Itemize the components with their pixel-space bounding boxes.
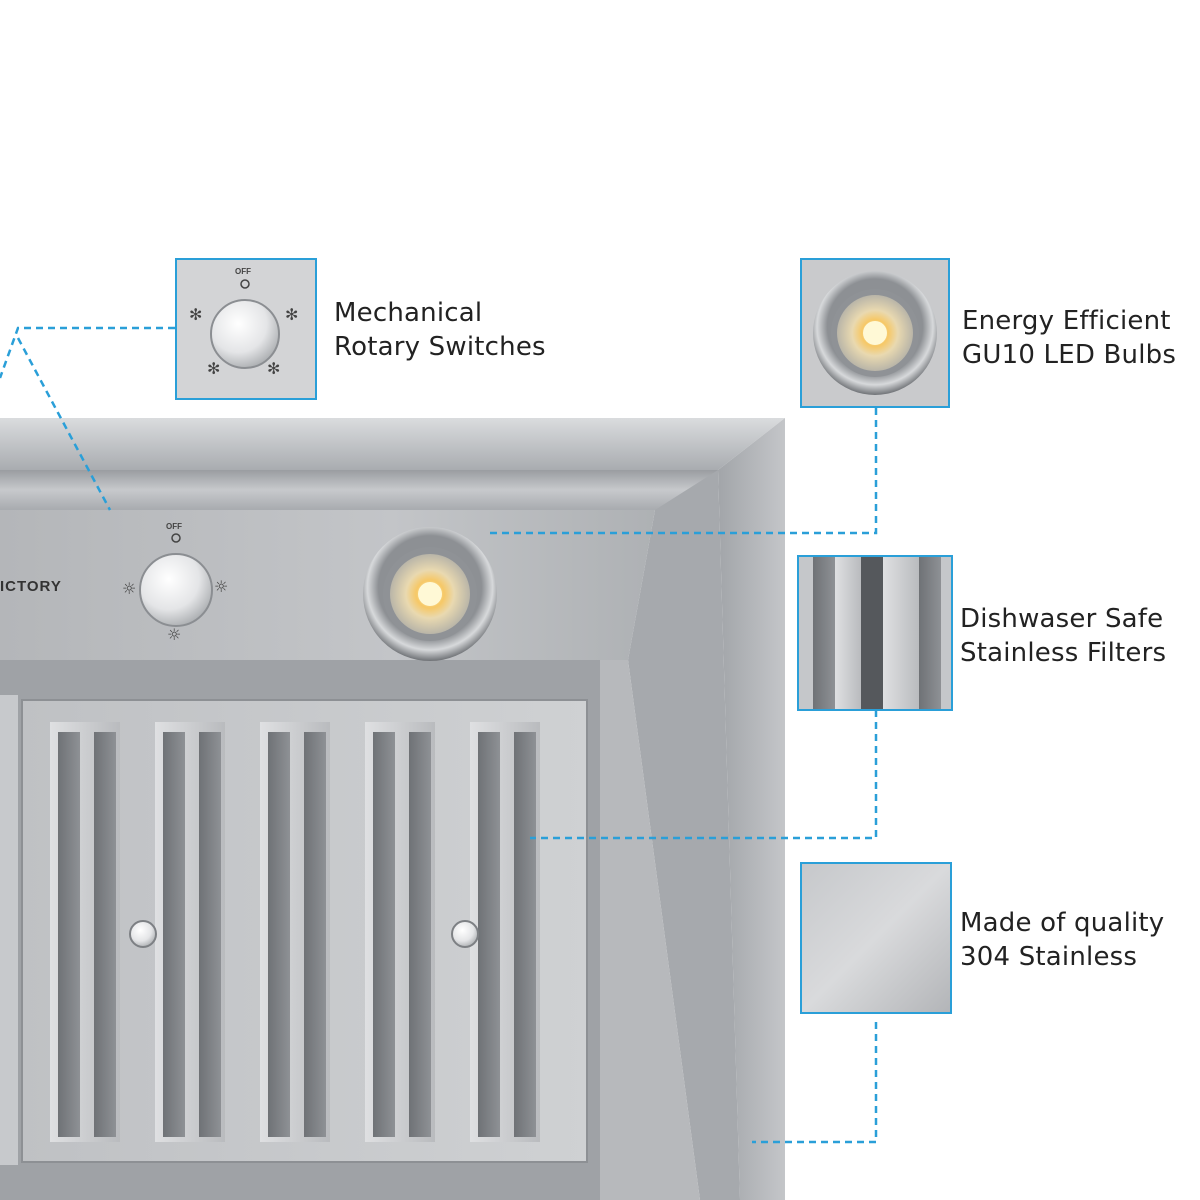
bulbs-callout-text: Energy Efficient GU10 LED Bulbs [962,304,1176,372]
filter-handle-left[interactable] [129,920,157,948]
switches-callout-text: Mechanical Rotary Switches [334,296,546,364]
baffle-slots [50,722,540,1142]
filter-handle-right[interactable] [451,920,479,948]
filters-callout-text: Dishwaser Safe Stainless Filters [960,602,1166,670]
led-bulb-closeup-icon [802,260,948,406]
filters-line-2: Stainless Filters [960,638,1167,668]
switches-callout-thumbnail: ✻ ✻ ✻ ✻ OFF [175,258,317,400]
leader-lines [0,326,878,1144]
steel-callout-text: Made of quality 304 Stainless [960,906,1164,974]
svg-text:☼: ☼ [167,625,181,644]
rotary-knob[interactable] [139,553,213,627]
filters-callout-thumbnail [797,555,953,711]
bulbs-line-2: GU10 LED Bulbs [962,340,1177,370]
steel-line-1: Made of quality [960,908,1165,938]
bulbs-callout-thumbnail [800,258,950,408]
svg-text:✻: ✻ [189,305,202,324]
switches-line-1: Mechanical [334,298,483,328]
svg-text:✻: ✻ [207,359,220,378]
switches-line-2: Rotary Switches [334,332,546,362]
led-light-fixture [363,527,497,661]
brushed-steel-swatch-icon [802,864,950,1012]
svg-text:☼: ☼ [122,579,136,598]
svg-text:☼: ☼ [214,577,228,596]
svg-text:✻: ✻ [267,359,280,378]
steel-line-2: 304 Stainless [960,942,1138,972]
steel-callout-thumbnail [800,862,952,1014]
svg-text:✻: ✻ [285,305,298,324]
brand-logo-text: ICTORY [0,578,62,595]
bulbs-line-1: Energy Efficient [962,306,1171,336]
filters-line-1: Dishwaser Safe [960,604,1164,634]
rotary-knob-closeup-icon: ✻ ✻ ✻ ✻ [177,260,315,398]
knob-off-label: OFF [166,522,182,531]
baffle-filter-closeup-icon [799,557,951,709]
off-label: OFF [235,267,251,276]
